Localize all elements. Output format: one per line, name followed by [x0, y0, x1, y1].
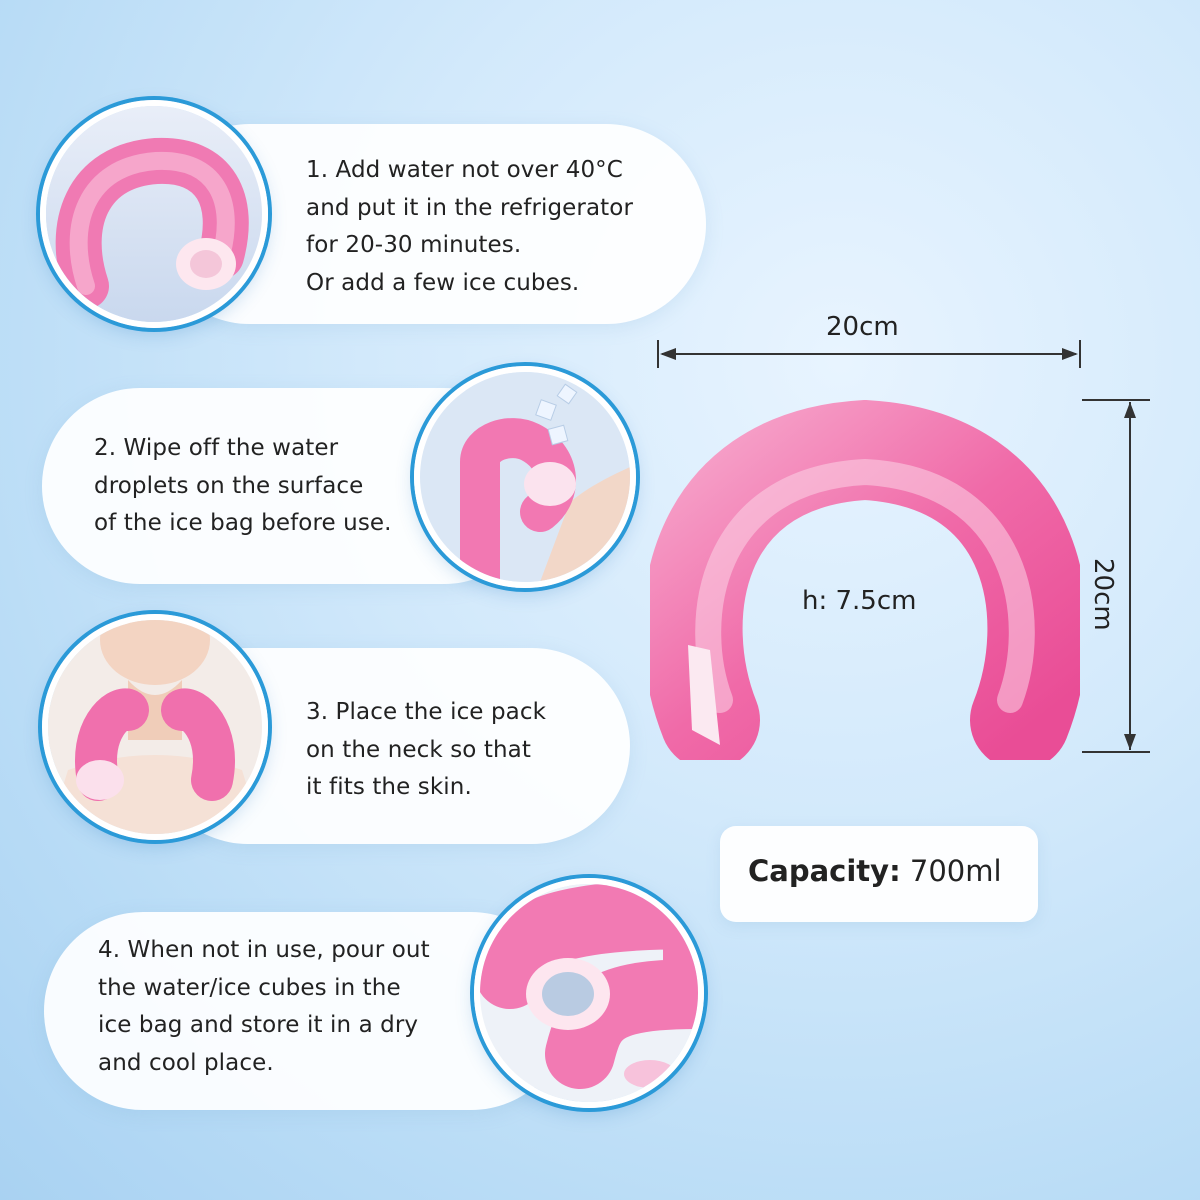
adding-ice-cubes-photo-icon	[420, 372, 630, 582]
ice-pack-product-image	[650, 400, 1080, 760]
step-3-photo	[42, 614, 268, 840]
capacity-value: 700ml	[909, 854, 1002, 888]
capacity-label: Capacity:	[748, 854, 901, 888]
step-2-photo	[414, 366, 636, 588]
height-label: 20cm	[1088, 558, 1118, 631]
capacity-box: Capacity: 700ml	[720, 826, 1038, 922]
step-3-text: 3. Place the ice pack on the neck so tha…	[306, 699, 547, 800]
width-label: 20cm	[826, 312, 899, 342]
height-dimension-line	[1082, 399, 1150, 753]
thickness-label: h: 7.5cm	[802, 586, 917, 616]
woman-wearing-ice-pack-photo-icon	[48, 620, 262, 834]
filled-neck-ice-pack-photo-icon	[46, 106, 262, 322]
step-1-photo	[40, 100, 268, 328]
capacity-text: Capacity: 700ml	[748, 854, 1002, 888]
step-4-text: 4. When not in use, pour out the water/i…	[98, 937, 430, 1076]
step-2-text: 2. Wipe off the water droplets on the su…	[94, 435, 392, 536]
ice-pack-opening-cap-photo-icon	[480, 884, 698, 1102]
step-1-text: 1. Add water not over 40°C and put it in…	[306, 157, 634, 296]
width-dimension-line	[657, 340, 1081, 368]
step-4-photo	[474, 878, 704, 1108]
